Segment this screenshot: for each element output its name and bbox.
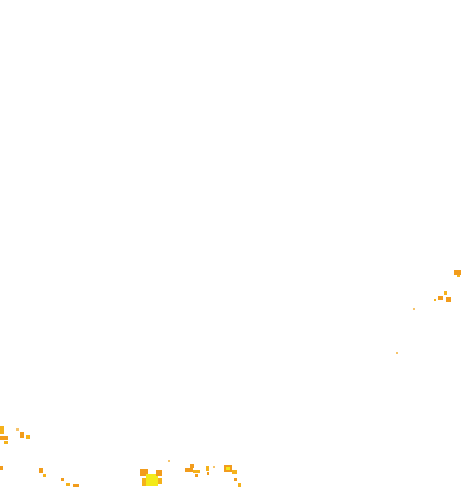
patch bbox=[193, 470, 200, 473]
patch bbox=[190, 464, 194, 468]
patch bbox=[146, 474, 158, 486]
patch bbox=[226, 467, 230, 470]
patch bbox=[446, 297, 451, 302]
patch bbox=[20, 432, 24, 438]
patch bbox=[234, 478, 237, 481]
patch bbox=[140, 469, 148, 476]
patch bbox=[0, 426, 4, 434]
patch bbox=[73, 484, 79, 487]
patch bbox=[66, 483, 70, 486]
patch bbox=[0, 436, 8, 440]
patch bbox=[434, 299, 436, 301]
patch bbox=[457, 275, 460, 277]
patch bbox=[16, 428, 19, 431]
patch bbox=[142, 478, 146, 486]
patch bbox=[26, 435, 30, 439]
patch bbox=[444, 291, 447, 295]
patch bbox=[238, 483, 241, 487]
patch bbox=[156, 470, 162, 476]
patch bbox=[438, 296, 443, 300]
patch bbox=[206, 466, 209, 471]
patch bbox=[195, 474, 198, 477]
patch-group-lower-middle bbox=[140, 460, 241, 487]
patch-group-lower-left bbox=[0, 426, 79, 487]
patch bbox=[185, 468, 193, 472]
patch bbox=[158, 478, 162, 484]
patch bbox=[232, 470, 237, 474]
patch bbox=[413, 308, 415, 310]
patch bbox=[39, 468, 43, 473]
patch bbox=[4, 441, 8, 444]
patch bbox=[396, 352, 398, 354]
patch bbox=[0, 466, 3, 470]
patch bbox=[207, 472, 209, 475]
patch-group-upper-right bbox=[396, 270, 461, 354]
patch bbox=[454, 270, 461, 275]
patch bbox=[43, 474, 46, 477]
patch bbox=[168, 460, 170, 462]
patch bbox=[61, 478, 64, 481]
patch bbox=[213, 466, 215, 468]
